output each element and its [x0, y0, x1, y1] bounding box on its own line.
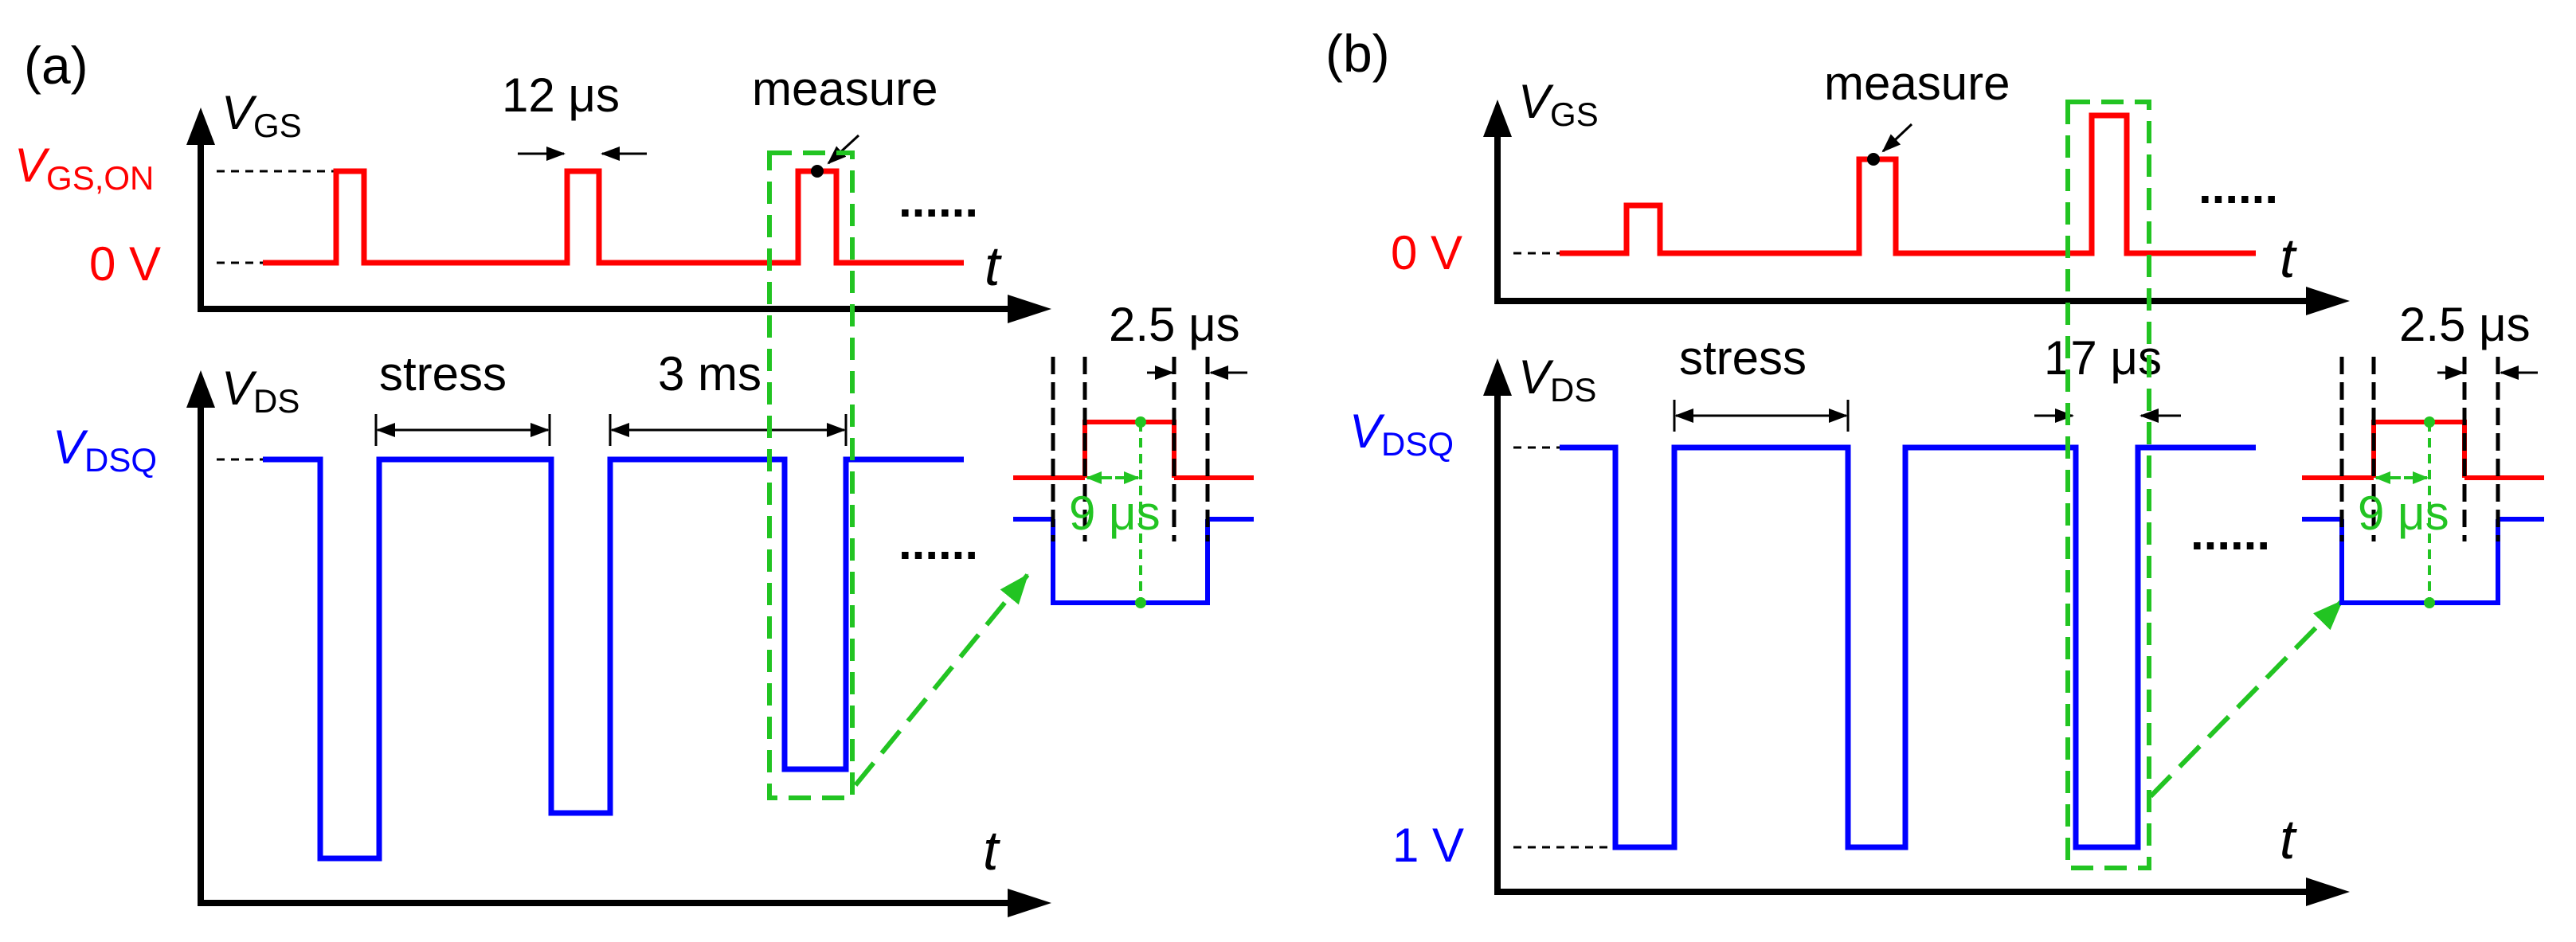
panel-b-vds-axis-label: VDS — [1518, 350, 1596, 408]
panel-a-vds-x-arrowhead — [1008, 889, 1051, 917]
panel-a-vgs-time-label: t — [985, 235, 1002, 297]
panel-b-vds-low-label: 1 V — [1392, 819, 1464, 872]
panel-a-inset: 9 μs 2.5 μs — [1013, 298, 1254, 608]
panel-b-vgs-ellipsis: ...... — [2198, 160, 2278, 213]
panel-a-measure-point — [811, 165, 824, 178]
panel-a-tag: (a) — [24, 36, 88, 95]
panel-a-vds-y-arrowhead — [186, 370, 215, 408]
panel-a-stress-label: stress — [379, 347, 507, 401]
panel-b-vds-ellipsis: ...... — [2190, 506, 2270, 560]
panel-a-vgs-axis-label: VGS — [221, 86, 302, 144]
panel-a: (a) VGS VDS t t VGS,ON 0 V VDSQ — [14, 36, 1254, 917]
panel-a-highlight-box — [767, 150, 855, 800]
panel-b-inset-window-label: 9 μs — [2358, 487, 2449, 540]
panel-b-vds-waveform — [1560, 444, 2256, 850]
panel-a-vgs-y-arrowhead — [186, 107, 215, 145]
panel-b-vgs-axes — [1483, 100, 2350, 315]
panel-b-stress-label: stress — [1679, 331, 1807, 385]
panel-b-inset: 9 μs 2.5 μs — [2302, 298, 2544, 608]
panel-a-vds-waveform — [263, 456, 964, 862]
panel-b-inset-drain-dip — [2339, 519, 2500, 605]
panel-a-vgs-zero-label: 0 V — [89, 237, 161, 291]
panel-b-measure-label: measure — [1824, 57, 2010, 110]
panel-b-vgs-x-arrowhead — [2306, 287, 2350, 315]
panel-b: (b) VGS VDS t t 0 V VDSQ 1 V — [1325, 24, 2544, 906]
panel-a-inset-gate-pulse — [1082, 420, 1176, 478]
panel-b-measure-pointer — [1881, 123, 1913, 153]
panel-a-vgs-on-label: VGS,ON — [14, 139, 154, 197]
panel-b-zoom-arrow — [2148, 599, 2344, 799]
panel-a-level-guides — [217, 170, 336, 461]
panel-b-measure-point — [1867, 153, 1880, 166]
panel-a-vgs-x-arrowhead — [1008, 295, 1051, 323]
panel-a-vds-time-label: t — [983, 819, 1000, 881]
panel-b-vds-time-label: t — [2280, 808, 2297, 870]
panel-a-pulse-width-label: 12 μs — [502, 68, 620, 122]
panel-b-inset-measure-dot-bottom — [2424, 597, 2435, 608]
panel-a-vds-axes — [186, 370, 1051, 917]
panel-a-period-label: 3 ms — [658, 347, 761, 401]
panel-b-highlight-box — [2065, 100, 2151, 870]
panel-b-level-guides — [1513, 252, 1615, 849]
panel-b-vgs-time-label: t — [2280, 227, 2297, 289]
panel-b-inset-measure-dot-top — [2424, 416, 2435, 428]
panel-a-inset-window-label: 9 μs — [1069, 487, 1161, 540]
panel-b-vdsq-label: VDSQ — [1349, 405, 1454, 463]
panel-b-inset-guides — [2339, 357, 2500, 541]
panel-b-vds-x-arrowhead — [2306, 878, 2350, 906]
panel-b-vgs-zero-label: 0 V — [1391, 226, 1462, 279]
panel-a-vgs-waveform — [263, 168, 964, 266]
panel-a-vds-axis-label: VDS — [221, 362, 299, 420]
panel-a-inset-measure-dot-top — [1135, 416, 1146, 428]
panel-b-vds-axes — [1483, 358, 2350, 906]
panel-a-vds-ellipsis: ...... — [898, 516, 978, 569]
panel-a-measure-pointer — [827, 134, 860, 165]
panel-b-vds-y-arrowhead — [1483, 358, 1512, 396]
panel-a-vdsq-label: VDSQ — [53, 420, 157, 479]
panel-b-inset-gate-pulse — [2371, 420, 2467, 478]
panel-a-zoom-arrow — [853, 573, 1030, 787]
panel-a-vgs-ellipsis: ...... — [898, 174, 978, 227]
panel-b-vgs-y-arrowhead — [1483, 100, 1512, 137]
panel-b-inset-delay-label: 2.5 μs — [2399, 298, 2531, 351]
panel-b-tag: (b) — [1325, 24, 1390, 83]
panel-a-inset-delay-label: 2.5 μs — [1109, 298, 1240, 351]
panel-a-measure-label: measure — [752, 62, 938, 115]
panel-a-inset-measure-dot-bottom — [1135, 597, 1146, 608]
panel-a-inset-drain-dip — [1051, 519, 1210, 605]
panel-a-inset-guides — [1051, 357, 1210, 541]
panel-b-window-label: 17 μs — [2044, 331, 2162, 385]
panel-b-vgs-axis-label: VGS — [1518, 75, 1599, 133]
panel-a-vgs-axes — [186, 107, 1051, 323]
